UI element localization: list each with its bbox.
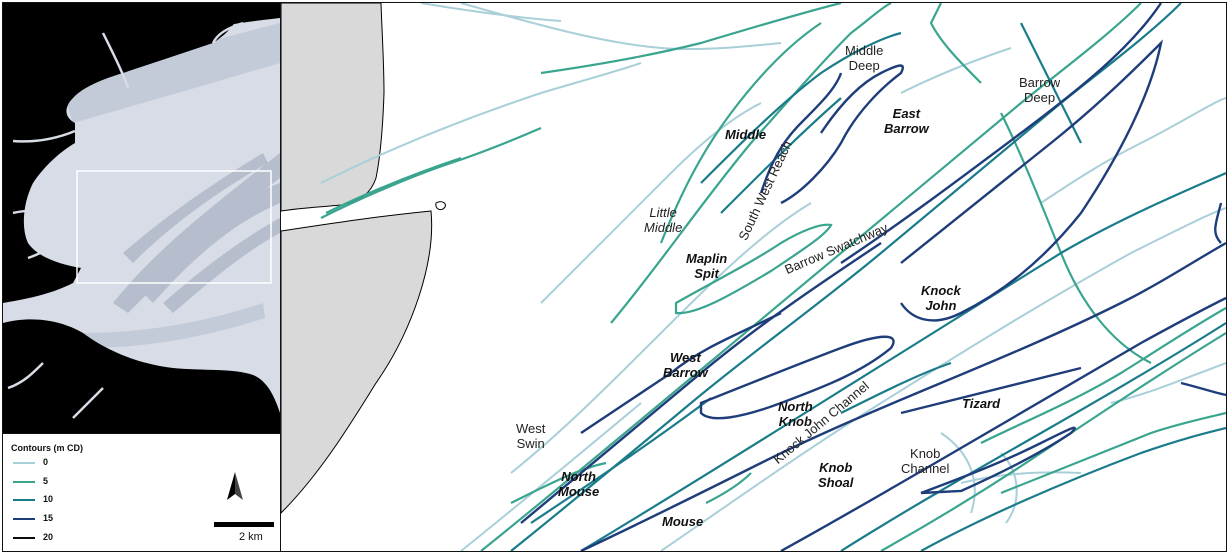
inset-extent-box xyxy=(76,170,272,284)
legend-label: 0 xyxy=(43,457,49,467)
legend-swatch xyxy=(13,499,35,501)
label-text: Tizard xyxy=(962,396,1001,411)
label-knock-john: Knock John xyxy=(921,283,961,313)
label-maplin-spit: Maplin Spit xyxy=(686,251,727,281)
legend-swatch xyxy=(13,537,35,539)
legend-label: 5 xyxy=(43,476,49,486)
label-west-swin: West Swin xyxy=(516,421,545,451)
scale-bar-label: 2 km xyxy=(239,531,263,543)
label-text: Knob Shoal xyxy=(818,460,854,490)
legend-label: 10 xyxy=(43,494,54,504)
label-text: Middle Deep xyxy=(845,43,884,73)
legend-swatch xyxy=(13,481,35,483)
label-text: Barrow Deep xyxy=(1019,75,1061,105)
label-north-mouse: North Mouse xyxy=(558,469,599,499)
legend-swatch xyxy=(13,518,35,520)
label-middle-deep: Middle Deep xyxy=(845,43,883,73)
overview-svg xyxy=(3,3,280,433)
legend-item-20: 20 xyxy=(13,531,83,545)
label-knob-channel: Knob Channel xyxy=(901,446,949,476)
label-text: West Barrow xyxy=(663,350,708,380)
legend-swatch xyxy=(13,462,35,464)
legend-panel: Contours (m CD) 0 5 10 15 20 2 km xyxy=(2,433,281,552)
legend-item-10: 10 xyxy=(13,493,83,507)
label-north-knob: North Knob xyxy=(778,399,813,429)
contour-map-svg xyxy=(281,3,1226,551)
label-middle: Middle xyxy=(725,127,766,142)
label-text: Knock John xyxy=(921,283,961,313)
legend-label: 20 xyxy=(43,532,54,542)
label-mouse: Mouse xyxy=(662,514,703,529)
label-text: Little Middle xyxy=(644,205,683,235)
scale-bar xyxy=(214,522,274,527)
label-text: East Barrow xyxy=(884,106,929,136)
label-west-barrow: West Barrow xyxy=(663,350,708,380)
legend-item-5: 5 xyxy=(13,475,83,489)
legend-title: Contours (m CD) xyxy=(11,443,83,453)
legend-label: 15 xyxy=(43,513,54,523)
overview-map xyxy=(2,2,281,434)
label-east-barrow: East Barrow xyxy=(884,106,929,136)
north-arrow-icon xyxy=(227,472,243,500)
label-tizard: Tizard xyxy=(962,396,1000,411)
legend-item-0: 0 xyxy=(13,456,83,470)
label-barrow-deep: Barrow Deep xyxy=(1019,75,1060,105)
label-text: North Knob xyxy=(778,399,813,429)
label-knob-shoal: Knob Shoal xyxy=(818,460,853,490)
label-text: Maplin Spit xyxy=(686,251,728,281)
label-text: West Swin xyxy=(516,421,546,451)
main-map: Middle Deep Barrow Deep East Barrow Midd… xyxy=(280,2,1227,552)
label-text: Mouse xyxy=(662,514,704,529)
legend-item-15: 15 xyxy=(13,512,83,526)
label-little-middle: Little Middle xyxy=(644,205,682,235)
label-text: Knob Channel xyxy=(901,446,950,476)
label-text: Middle xyxy=(725,127,767,142)
label-text: North Mouse xyxy=(558,469,600,499)
